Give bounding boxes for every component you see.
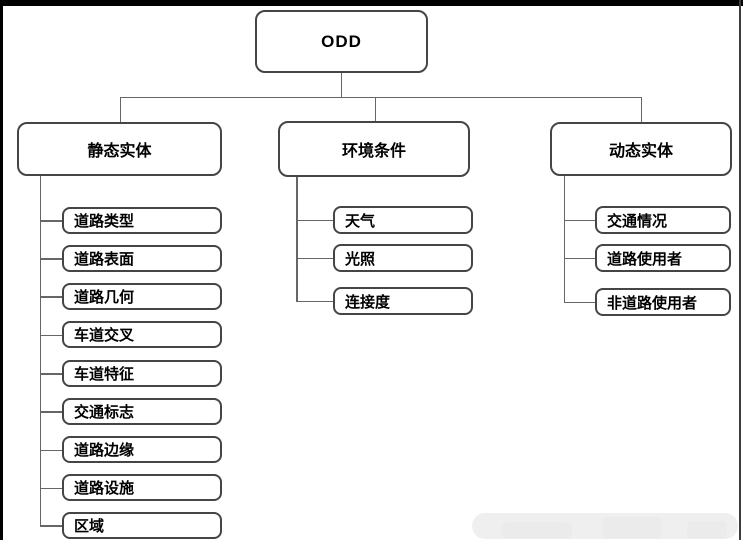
connector-stub bbox=[564, 219, 595, 221]
watermark-patch bbox=[687, 521, 727, 539]
left-border-bar bbox=[0, 0, 3, 540]
connector-stub bbox=[40, 487, 62, 489]
connector-stub bbox=[40, 411, 62, 413]
connector-stub bbox=[564, 257, 595, 259]
node-road-surface: 道路表面 bbox=[62, 245, 222, 272]
node-static-entity: 静态实体 bbox=[17, 122, 222, 176]
watermark-patch bbox=[502, 522, 572, 539]
connector-stub bbox=[40, 220, 62, 222]
connector-branch-drop bbox=[374, 97, 376, 121]
connector-root-drop bbox=[340, 73, 342, 97]
connector-stub bbox=[40, 258, 62, 260]
node-traffic-conditions: 交通情况 bbox=[595, 206, 731, 234]
node-road-geometry: 道路几何 bbox=[62, 283, 222, 310]
watermark-patch bbox=[602, 517, 662, 539]
top-border-bar bbox=[0, 0, 743, 6]
connector-trunk bbox=[296, 177, 298, 302]
connector-main-horizontal bbox=[119, 96, 642, 98]
node-dynamic-entity: 动态实体 bbox=[550, 122, 732, 176]
node-non-road-users: 非道路使用者 bbox=[595, 288, 731, 316]
right-border-bar bbox=[739, 0, 741, 540]
connector-branch-drop bbox=[640, 97, 642, 122]
connector-stub bbox=[40, 373, 62, 375]
connector-trunk bbox=[563, 176, 565, 303]
connector-branch-drop bbox=[119, 97, 121, 122]
node-weather: 天气 bbox=[333, 206, 473, 234]
connector-stub bbox=[296, 257, 333, 259]
node-road-users: 道路使用者 bbox=[595, 244, 731, 272]
node-road-facilities: 道路设施 bbox=[62, 474, 222, 501]
node-traffic-signs: 交通标志 bbox=[62, 398, 222, 425]
connector-stub bbox=[40, 525, 62, 527]
connector-trunk bbox=[39, 176, 41, 526]
node-lane-intersection: 车道交叉 bbox=[62, 321, 222, 348]
node-zone: 区域 bbox=[62, 512, 222, 539]
node-lane-features: 车道特征 bbox=[62, 359, 222, 387]
connector-stub bbox=[564, 301, 595, 303]
node-connectivity: 连接度 bbox=[333, 287, 473, 315]
node-road-type: 道路类型 bbox=[62, 207, 222, 234]
connector-stub bbox=[40, 334, 62, 336]
connector-stub bbox=[296, 219, 333, 221]
node-odd: ODD bbox=[255, 10, 428, 73]
connector-stub bbox=[296, 300, 333, 302]
connector-stub bbox=[40, 449, 62, 451]
node-illumination: 光照 bbox=[333, 244, 473, 272]
node-road-edge: 道路边缘 bbox=[62, 436, 222, 463]
connector-stub bbox=[40, 296, 62, 298]
blurred-watermark bbox=[472, 513, 738, 539]
node-environmental-conditions: 环境条件 bbox=[278, 121, 470, 177]
